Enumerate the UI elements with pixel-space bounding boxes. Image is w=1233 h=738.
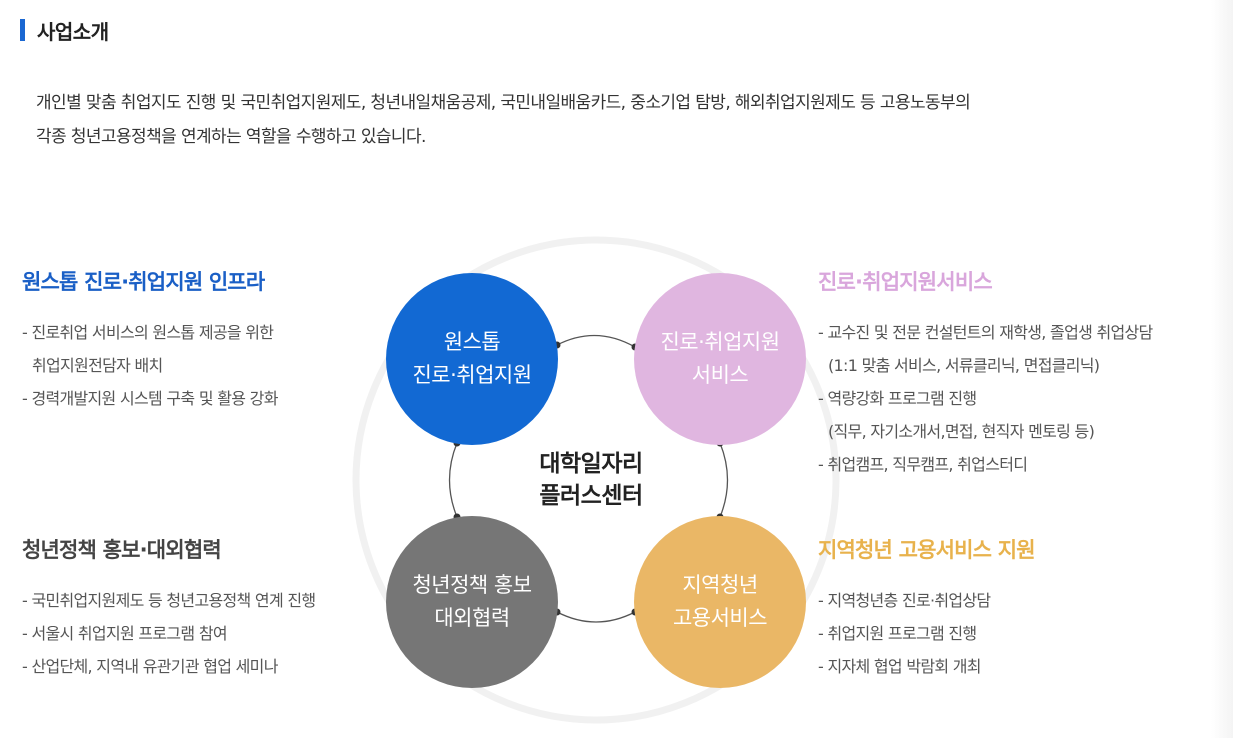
circle-policy-line-1: 청년정책 홍보	[412, 573, 532, 597]
block-onestop: 원스톱 진로·취업지원 인프라 - 진로취업 서비스의 원스톱 제공을 위한 취…	[22, 266, 278, 415]
list-item-subtext: (직무, 자기소개서,면접, 현직자 멘토링 등)	[828, 422, 1095, 441]
list-item: - 교수진 및 전문 컨설턴트의 재학생, 졸업생 취업상담 (1:1 맞춤 서…	[818, 316, 1153, 382]
block-career-list: - 교수진 및 전문 컨설턴트의 재학생, 졸업생 취업상담 (1:1 맞춤 서…	[818, 316, 1153, 481]
connector-right	[719, 442, 729, 518]
circle-policy-line-2: 대외협력	[434, 606, 510, 630]
connector-left	[448, 442, 458, 518]
block-career-service: 진로·취업지원서비스 - 교수진 및 전문 컨설턴트의 재학생, 졸업생 취업상…	[818, 266, 1153, 481]
center-label-line-1: 대학일자리	[539, 451, 643, 477]
block-onestop-heading: 원스톱 진로·취업지원 인프라	[22, 270, 265, 294]
list-item-text: - 역량강화 프로그램 진행	[818, 389, 977, 408]
list-item: - 지자체 협업 박람회 개최	[818, 650, 1035, 683]
connector-top	[556, 334, 636, 348]
section-title: 사업소개	[37, 19, 109, 44]
list-item: - 취업지원 프로그램 진행	[818, 617, 1035, 650]
right-edge-shade	[1211, 0, 1233, 738]
list-item-subtext: (1:1 맞춤 서비스, 서류클리닉, 면접클리닉)	[828, 356, 1100, 375]
circle-policy-promotion: 청년정책 홍보 대외협력	[386, 516, 558, 688]
list-item-text: - 경력개발지원 시스템 구축 및 활용 강화	[22, 389, 278, 408]
list-item-text: - 지역청년층 진로·취업상담	[818, 591, 991, 610]
list-item: - 지역청년층 진로·취업상담	[818, 584, 1035, 617]
block-policy-promotion: 청년정책 홍보·대외협력 - 국민취업지원제도 등 청년고용정책 연계 진행 -…	[22, 534, 316, 683]
block-regional-heading: 지역청년 고용서비스 지원	[818, 538, 1036, 562]
list-item: - 서울시 취업지원 프로그램 참여	[22, 617, 315, 650]
list-item: - 취업캠프, 직무캠프, 취업스터디	[818, 448, 1153, 481]
list-item-text: - 지자체 협업 박람회 개최	[818, 657, 982, 676]
list-item-text: - 서울시 취업지원 프로그램 참여	[22, 624, 228, 643]
intro-text: 개인별 맞춤 취업지도 진행 및 국민취업지원제도, 청년내일채움공제, 국민내…	[36, 86, 1206, 154]
circle-onestop: 원스톱 진로·취업지원	[386, 273, 558, 445]
intro-line-2: 각종 청년고용정책을 연계하는 역할을 수행하고 있습니다.	[36, 127, 426, 147]
block-onestop-list: - 진로취업 서비스의 원스톱 제공을 위한 취업지원전담자 배치 - 경력개발…	[22, 316, 278, 415]
list-item-text: - 교수진 및 전문 컨설턴트의 재학생, 졸업생 취업상담	[818, 323, 1153, 342]
circle-career-service: 진로·취업지원 서비스	[634, 273, 806, 445]
circle-career-line-1: 진로·취업지원	[660, 330, 780, 354]
section-header: 사업소개	[20, 14, 109, 46]
intro-line-1: 개인별 맞춤 취업지도 진행 및 국민취업지원제도, 청년내일채움공제, 국민내…	[36, 93, 971, 113]
outer-ring	[352, 236, 840, 724]
center-label: 대학일자리 플러스센터	[520, 448, 662, 512]
list-item-text: - 산업단체, 지역내 유관기관 협업 세미나	[22, 657, 278, 676]
block-career-heading: 진로·취업지원서비스	[818, 270, 993, 294]
list-item-subtext: 취업지원전담자 배치	[32, 356, 163, 375]
block-regional-list: - 지역청년층 진로·취업상담 - 취업지원 프로그램 진행 - 지자체 협업 …	[818, 584, 1035, 683]
circle-onestop-line-1: 원스톱	[443, 330, 501, 354]
list-item-text: - 진로취업 서비스의 원스톱 제공을 위한	[22, 323, 274, 342]
block-regional-service: 지역청년 고용서비스 지원 - 지역청년층 진로·취업상담 - 취업지원 프로그…	[818, 534, 1036, 683]
list-item: - 국민취업지원제도 등 청년고용정책 연계 진행	[22, 584, 316, 617]
list-item: - 경력개발지원 시스템 구축 및 활용 강화	[22, 382, 278, 415]
list-item-text: - 국민취업지원제도 등 청년고용정책 연계 진행	[22, 591, 316, 610]
list-item: - 역량강화 프로그램 진행 (직무, 자기소개서,면접, 현직자 멘토링 등)	[818, 382, 1153, 448]
block-policy-list: - 국민취업지원제도 등 청년고용정책 연계 진행 - 서울시 취업지원 프로그…	[22, 584, 316, 683]
list-item-text: - 취업캠프, 직무캠프, 취업스터디	[818, 455, 1028, 474]
list-item: - 진로취업 서비스의 원스톱 제공을 위한 취업지원전담자 배치	[22, 316, 278, 382]
circle-onestop-line-2: 진로·취업지원	[412, 363, 532, 387]
circle-regional-line-2: 고용서비스	[672, 606, 768, 630]
block-policy-heading: 청년정책 홍보·대외협력	[22, 538, 222, 562]
list-item-text: - 취업지원 프로그램 진행	[818, 624, 977, 643]
circle-career-line-2: 서비스	[691, 363, 749, 387]
connector-bottom	[556, 611, 636, 623]
circle-regional-line-1: 지역청년	[682, 573, 758, 597]
list-item: - 산업단체, 지역내 유관기관 협업 세미나	[22, 650, 315, 683]
circle-regional-service: 지역청년 고용서비스	[634, 516, 806, 688]
center-label-line-2: 플러스센터	[539, 483, 643, 509]
title-accent-bar	[20, 19, 25, 41]
